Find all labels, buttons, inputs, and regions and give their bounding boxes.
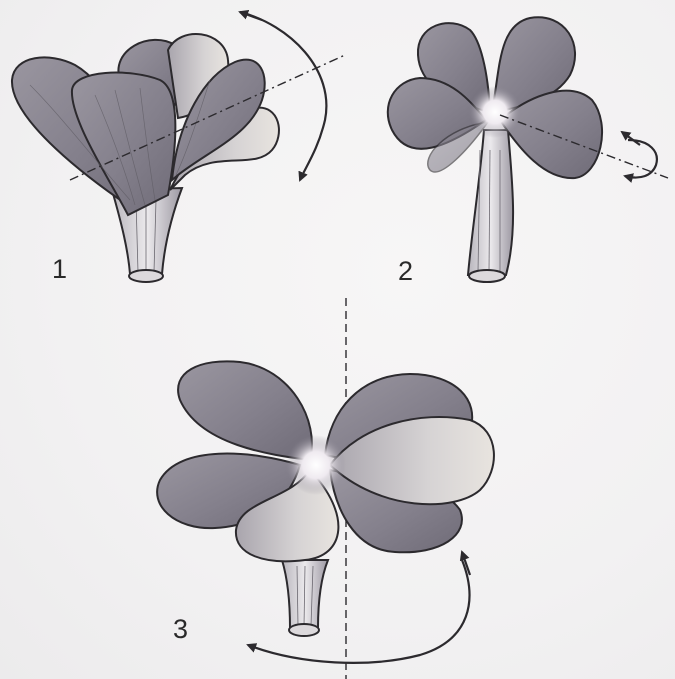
figure-3-petal [178, 361, 312, 460]
figure-3-number: 3 [173, 614, 188, 645]
figure-2-rotation-arrow [625, 140, 657, 178]
figure-2-flower [388, 17, 602, 282]
figure-1-number: 1 [52, 254, 67, 285]
figure-2-tube [468, 130, 513, 275]
figure-3-center [286, 435, 346, 495]
figure-3-rotation-arrow [248, 560, 469, 663]
figure-2-tube-base [469, 270, 505, 282]
figure-2-center [469, 86, 521, 138]
figure-2-number: 2 [398, 256, 413, 287]
figure-3-tube-base [289, 624, 319, 636]
figure-3-flower [157, 361, 494, 636]
figure-1-tube-base [129, 270, 163, 282]
figure-1-flower [12, 34, 279, 282]
